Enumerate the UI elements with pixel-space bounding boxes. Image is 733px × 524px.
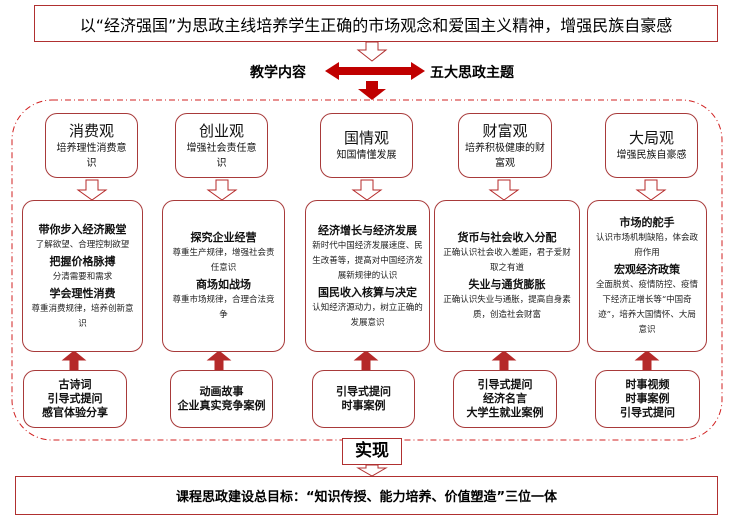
theme-card: 创业观增强社会责任意识 — [175, 113, 268, 178]
method-item: 引导式提问 — [336, 385, 391, 398]
double-arrow-icon — [325, 62, 425, 80]
topic-heading: 学会理性消费 — [49, 286, 116, 300]
topic-desc: 分清需要和需求 — [52, 271, 113, 282]
method-card: 动画故事企业真实竞争案例 — [170, 370, 273, 428]
topic-heading: 探究企业经营 — [190, 231, 257, 244]
content-card: 探究企业经营尊重生产规律，增强社会责任意识 商场如战场尊重市场规律，合理合法竞争 — [162, 200, 285, 352]
method-card: 时事视频时事案例引导式提问 — [595, 370, 700, 428]
topic-heading: 带你步入经济殿堂 — [38, 222, 127, 236]
method-item: 感官体验分享 — [42, 406, 108, 419]
theme-subtitle: 增强民族自豪感 — [616, 150, 687, 161]
method-item: 引导式提问 — [47, 392, 103, 405]
theme-title: 大局观 — [628, 129, 674, 147]
theme-subtitle: 增强社会责任意识 — [186, 142, 257, 169]
final-goal-text: 课程思政建设总目标：“知识传授、能力培养、价值塑造”三位一体 — [175, 490, 558, 505]
teaching-content-label: 教学内容 — [250, 65, 306, 81]
goal-banner-text: 以“经济强国”为思政主线培养学生正确的市场观念和爱国主义精神，增强民族自豪感 — [79, 15, 673, 35]
realize-label: 实现 — [342, 438, 402, 465]
topic-heading: 国民收入核算与决定 — [318, 285, 417, 299]
topic-desc: 认识市场机制缺陷，体会政府作用 — [595, 233, 698, 258]
topic-desc: 正确认识社会收入差距，君子爱财取之有道 — [443, 248, 571, 273]
theme-title: 财富观 — [482, 121, 528, 140]
topic-desc: 尊重生产规律，增强社会责任意识 — [172, 248, 275, 273]
down-arrow-icon — [356, 41, 388, 62]
method-card: 引导式提问时事案例 — [312, 370, 415, 428]
method-item: 引导式提问 — [620, 406, 675, 419]
theme-title: 创业观 — [198, 121, 244, 140]
down-arrow-icon — [356, 464, 388, 477]
down-arrow-icon — [358, 81, 386, 100]
topic-heading: 把握价格脉搏 — [49, 254, 116, 268]
topic-desc: 了解欲望、合理控制欲望 — [35, 239, 130, 250]
method-item: 时事案例 — [341, 399, 386, 412]
method-card: 引导式提问经济名言大学生就业案例 — [453, 370, 557, 428]
content-card: 带你步入经济殿堂了解欲望、合理控制欲望 把握价格脉搏分清需要和需求 学会理性消费… — [22, 200, 143, 352]
theme-card: 消费观培养理性消费意识 — [45, 113, 138, 178]
topic-heading: 货币与社会收入分配 — [457, 231, 557, 244]
theme-subtitle: 知国情懂发展 — [336, 150, 397, 161]
topic-heading: 市场的舵手 — [619, 216, 675, 229]
topic-desc: 正确认识失业与通胀，提高自身素质，创造社会财富 — [443, 295, 571, 320]
theme-subtitle: 培养理性消费意识 — [56, 142, 127, 169]
topic-heading: 经济增长与经济发展 — [318, 223, 417, 237]
method-card: 古诗词引导式提问感官体验分享 — [23, 370, 127, 428]
method-item: 经济名言 — [483, 392, 527, 405]
topic-desc: 尊重市场规律，合理合法竞争 — [172, 295, 275, 320]
theme-card: 国情观知国情懂发展 — [320, 113, 413, 178]
content-card: 货币与社会收入分配正确认识社会收入差距，君子爱财取之有道 失业与通货膨胀正确认识… — [434, 200, 580, 352]
topic-desc: 全面脱贫、疫情防控、疫情下经济正增长等“中国奇迹”，培养大国情怀、大局意识 — [595, 280, 698, 335]
theme-title: 消费观 — [68, 121, 114, 140]
topic-heading: 商场如战场 — [196, 278, 251, 291]
theme-card: 财富观培养积极健康的财富观 — [458, 113, 552, 178]
topic-heading: 宏观经济政策 — [614, 263, 680, 276]
theme-card: 大局观增强民族自豪感 — [605, 113, 698, 178]
topic-heading: 失业与通货膨胀 — [468, 278, 546, 291]
content-card: 经济增长与经济发展新时代中国经济发展速度、民生改善等，提高对中国经济发展新规律的… — [305, 200, 430, 352]
method-item: 时事视频 — [625, 378, 670, 391]
theme-subtitle: 培养积极健康的财富观 — [465, 142, 545, 169]
topic-desc: 新时代中国经济发展速度、民生改善等，提高对中国经济发展新规律的认识 — [312, 240, 423, 281]
content-card: 市场的舵手认识市场机制缺陷，体会政府作用 宏观经济政策全面脱贫、疫情防控、疫情下… — [587, 200, 707, 352]
topic-desc: 尊重消费规律，培养创新意识 — [31, 303, 134, 329]
method-item: 时事案例 — [625, 392, 670, 405]
method-item: 企业真实竞争案例 — [177, 399, 266, 412]
method-item: 古诗词 — [58, 378, 92, 391]
final-goal-banner: 课程思政建设总目标：“知识传授、能力培养、价值塑造”三位一体 — [15, 476, 718, 515]
theme-title: 国情观 — [343, 129, 389, 147]
method-item: 引导式提问 — [477, 378, 533, 391]
method-item: 动画故事 — [199, 385, 244, 398]
topic-desc: 认知经济源动力，树立正确的发展意识 — [312, 302, 423, 328]
five-themes-label: 五大思政主题 — [430, 65, 514, 81]
method-item: 大学生就业案例 — [466, 406, 544, 419]
